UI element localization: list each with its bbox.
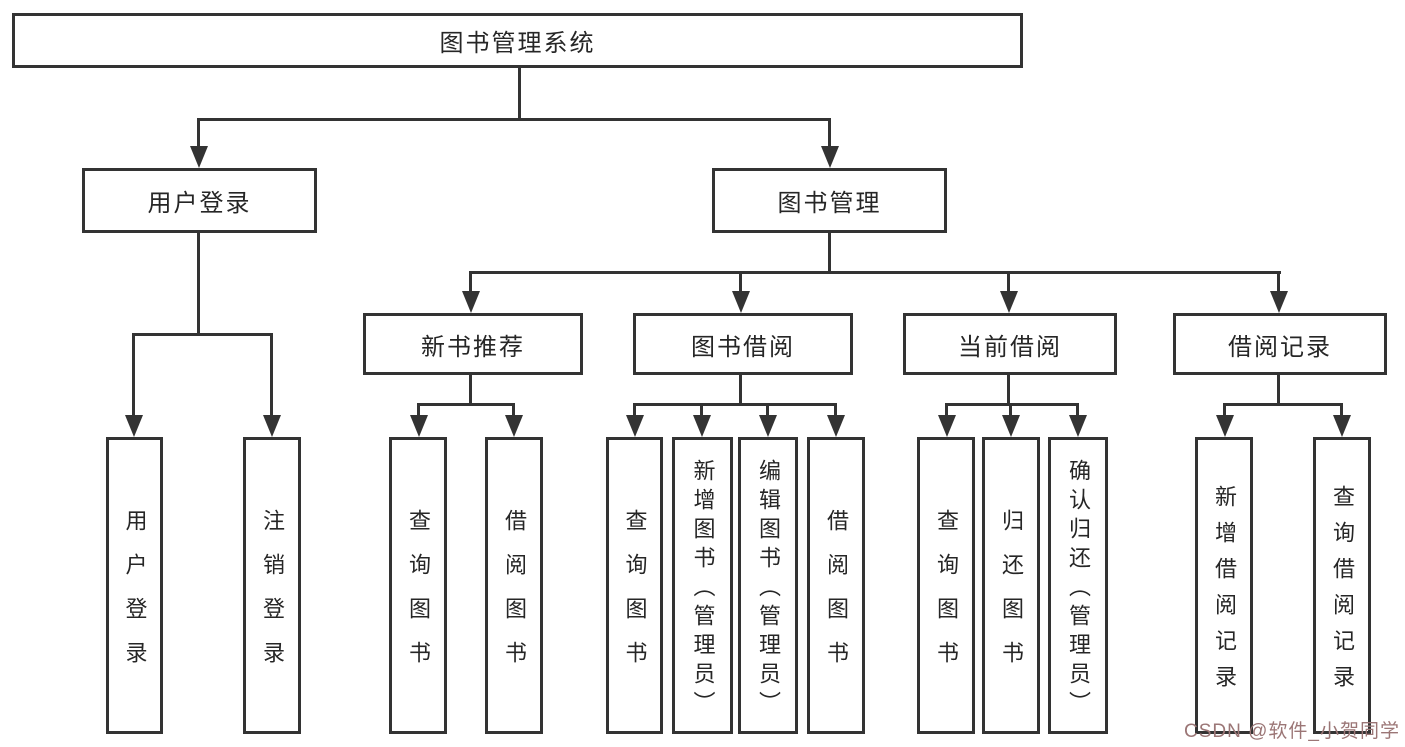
node-borrowing-records: 借阅记录 [1173, 313, 1387, 375]
node-library-management-system: 图书管理系统 [12, 13, 1023, 68]
leaf-confirm-return-admin: 确认归还（管理员） [1048, 437, 1108, 734]
arrow-down-icon [1333, 415, 1351, 437]
edge-leaf-line [1223, 403, 1226, 417]
leaf-label: 注销登录 [260, 508, 285, 685]
leaf-query-books: 查询图书 [389, 437, 447, 734]
arrow-down-icon [732, 291, 750, 313]
csdn-watermark: CSDN @软件_小贺同学 [1184, 721, 1400, 742]
edge-to-leaf-logout-line [270, 333, 273, 417]
arrow-down-icon [505, 415, 523, 437]
leaf-add-books-admin: 新增图书（管理员） [672, 437, 733, 734]
edge-book-borrow-feed-line [739, 373, 742, 405]
edge-root-feed-line [518, 66, 521, 121]
edge-leaf-line [417, 403, 420, 417]
node-new-book-recommendation: 新书推荐 [363, 313, 583, 375]
leaf-edit-books-admin: 编辑图书（管理员） [738, 437, 798, 734]
edge-level2-bus-line [197, 118, 831, 121]
leaf-query-books: 查询图书 [917, 437, 975, 734]
edge-book-management-feed-line [828, 231, 831, 273]
node-book-borrowing: 图书借阅 [633, 313, 853, 375]
leaf-label: 编辑图书（管理员） [756, 458, 781, 720]
edge-leaf-line [512, 403, 515, 417]
edge-leaf-line [834, 403, 837, 417]
edge-leaf-line [766, 403, 769, 417]
edge-to-user-login-line [197, 118, 200, 150]
edge-new-book-feed-line [469, 373, 472, 405]
leaf-label: 用户登录 [122, 508, 148, 685]
edge-to-leaf-user-login-line [132, 333, 135, 417]
arrow-down-icon [759, 415, 777, 437]
leaf-borrow-books: 借阅图书 [485, 437, 543, 734]
edge-current-borrow-feed-line [1007, 373, 1010, 405]
leaf-label: 借阅图书 [824, 508, 849, 685]
leaf-user-login: 用户登录 [106, 437, 163, 734]
arrow-down-icon [1000, 291, 1018, 313]
arrow-down-icon [263, 415, 281, 437]
leaf-query-borrow-record: 查询借阅记录 [1313, 437, 1371, 734]
arrow-down-icon [1270, 291, 1288, 313]
arrow-down-icon [827, 415, 845, 437]
edge-borrow-records-feed-line [1277, 373, 1280, 405]
arrow-down-icon [462, 291, 480, 313]
edge-to-new-book-line [469, 271, 472, 293]
edge-leaf-line [1340, 403, 1343, 417]
arrow-down-icon [1216, 415, 1234, 437]
leaf-label: 查询图书 [622, 508, 648, 685]
node-user-login: 用户登录 [82, 168, 317, 233]
arrow-down-icon [190, 146, 208, 168]
edge-leaf-line [945, 403, 948, 417]
leaf-borrow-books: 借阅图书 [807, 437, 865, 734]
arrow-down-icon [410, 415, 428, 437]
leaf-label: 归还图书 [999, 508, 1024, 685]
leaf-add-borrow-record: 新增借阅记录 [1195, 437, 1253, 734]
edge-borrow-records-bus-line [1223, 403, 1343, 406]
edge-leaf-line [700, 403, 703, 417]
arrow-down-icon [693, 415, 711, 437]
edge-new-book-bus-line [417, 403, 515, 406]
edge-book-borrow-bus-line [633, 403, 837, 406]
leaf-label: 确认归还（管理员） [1066, 458, 1091, 720]
leaf-label: 查询借阅记录 [1330, 484, 1355, 701]
edge-leaf-line [1009, 403, 1012, 417]
edge-to-borrow-records-line [1277, 271, 1280, 293]
edge-leaf-line [633, 403, 636, 417]
leaf-label: 新增借阅记录 [1212, 484, 1237, 701]
edge-to-book-management-line [828, 118, 831, 150]
edge-level3-bus-line [469, 271, 1281, 274]
arrow-down-icon [1002, 415, 1020, 437]
arrow-down-icon [938, 415, 956, 437]
edge-to-book-borrow-line [739, 271, 742, 293]
arrow-down-icon [626, 415, 644, 437]
leaf-return-books: 归还图书 [982, 437, 1040, 734]
arrow-down-icon [125, 415, 143, 437]
edge-to-current-borrow-line [1007, 271, 1010, 293]
leaf-label: 新增图书（管理员） [690, 458, 716, 720]
leaf-query-books: 查询图书 [606, 437, 663, 734]
leaf-label: 查询图书 [406, 508, 431, 685]
arrow-down-icon [821, 146, 839, 168]
edge-user-login-bus-line [132, 333, 273, 336]
leaf-logout: 注销登录 [243, 437, 301, 734]
edge-leaf-line [1076, 403, 1079, 417]
edge-current-borrow-bus-line [945, 403, 1079, 406]
leaf-label: 查询图书 [934, 508, 959, 685]
node-current-borrowing: 当前借阅 [903, 313, 1117, 375]
leaf-label: 借阅图书 [502, 508, 527, 685]
edge-user-login-feed-line [197, 231, 200, 335]
node-book-management: 图书管理 [712, 168, 947, 233]
arrow-down-icon [1069, 415, 1087, 437]
